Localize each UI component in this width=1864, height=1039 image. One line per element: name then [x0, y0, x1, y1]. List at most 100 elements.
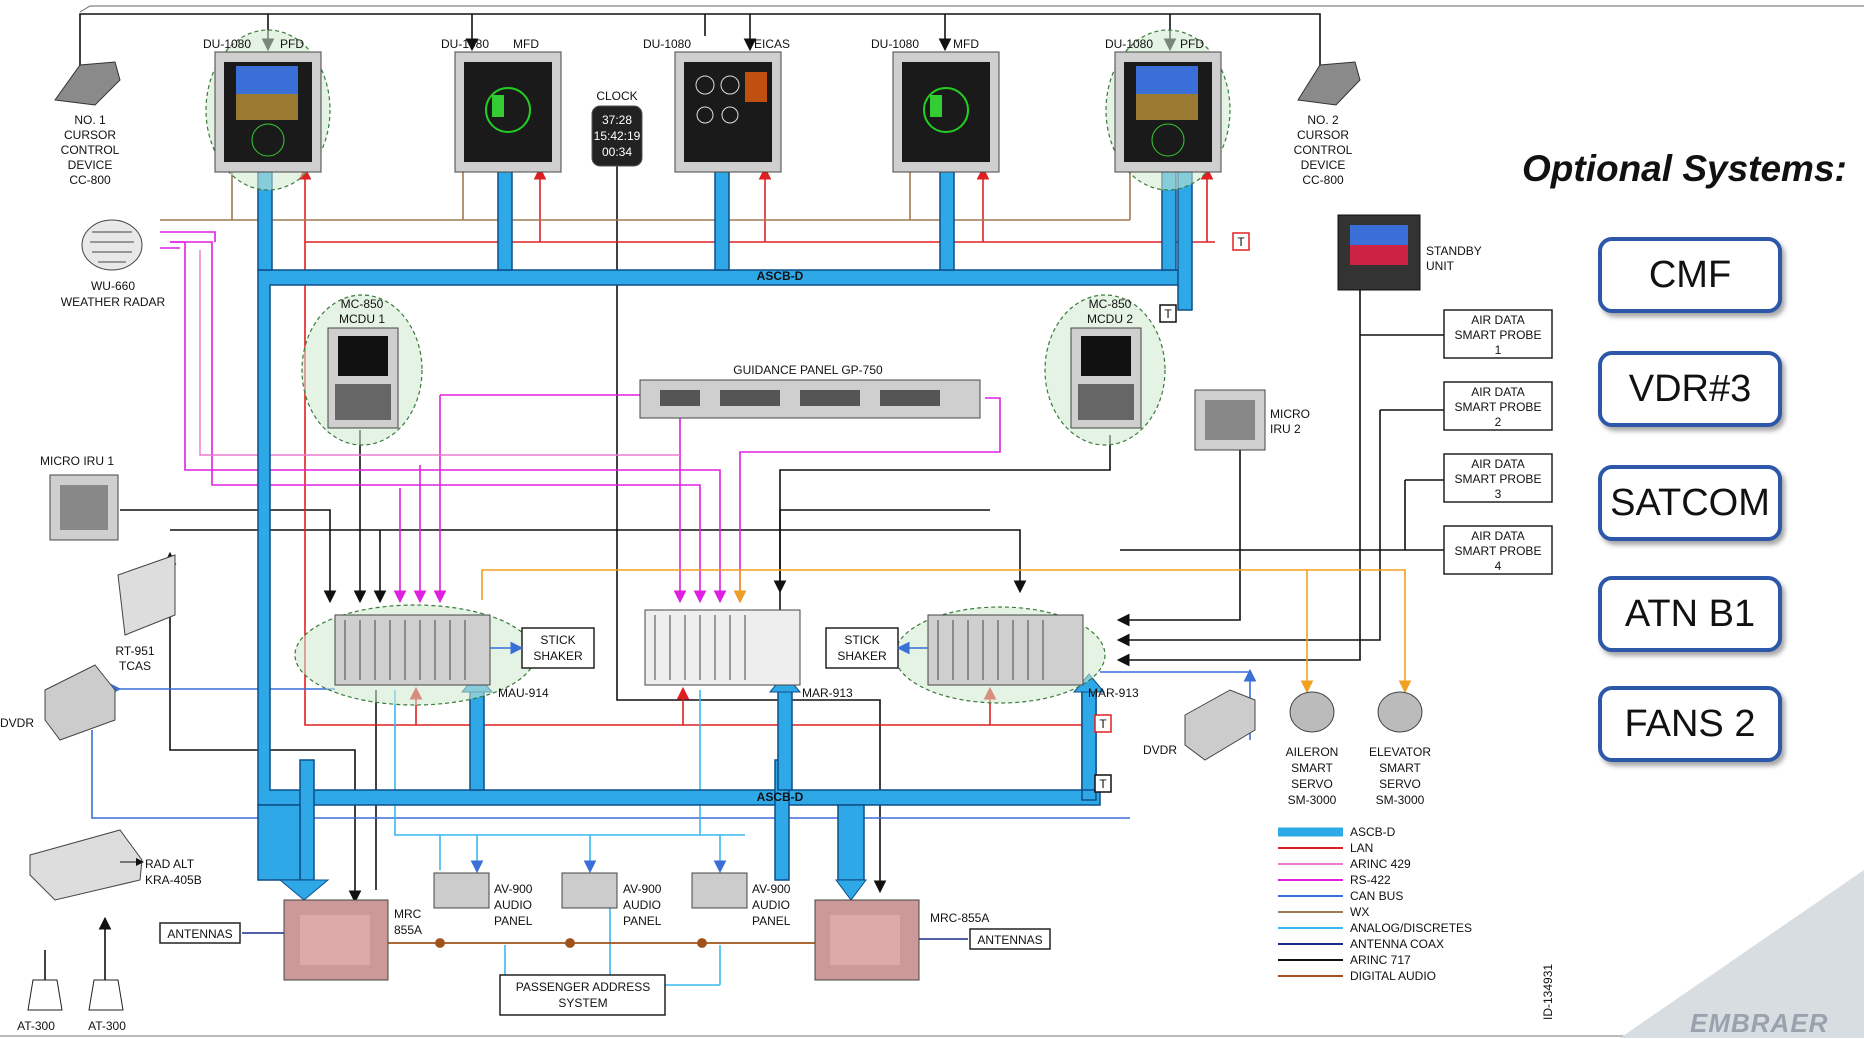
du4-role: MFD: [953, 37, 979, 51]
aileron-line-4: SM-3000: [1288, 793, 1337, 807]
standby-line-2: UNIT: [1426, 259, 1455, 273]
stick-shaker-right-line-1: STICK: [844, 633, 879, 647]
optional-system-satcom[interactable]: SATCOM: [1598, 465, 1782, 541]
pa-line-2: SYSTEM: [558, 996, 607, 1010]
elevator-line-2: SMART: [1379, 761, 1421, 775]
micro-iru-2: MICRO IRU 2: [1195, 390, 1310, 450]
aileron-line-2: SMART: [1291, 761, 1333, 775]
aileron-line-1: AILERON: [1286, 745, 1339, 759]
optional-system-fans2[interactable]: FANS 2: [1598, 686, 1782, 762]
ascb-d-label-top: ASCB-D: [757, 269, 804, 283]
rad-alt-line-2: KRA-405B: [145, 873, 202, 887]
adsp2-line-1: AIR DATA: [1471, 385, 1525, 399]
legend-label: ASCB-D: [1350, 825, 1396, 839]
adsp3-line-2: SMART PROBE: [1455, 472, 1542, 486]
legend-label: ARINC 717: [1350, 953, 1411, 967]
legend-label: DIGITAL AUDIO: [1350, 969, 1436, 983]
du5-model: DU-1080: [1105, 37, 1153, 51]
antennas-left-label: ANTENNAS: [167, 927, 232, 941]
antennas-at-300: AT-300 AT-300: [17, 980, 126, 1033]
pa-line-1: PASSENGER ADDRESS: [516, 980, 650, 994]
terminator-lan-top: T: [1237, 235, 1245, 249]
digital-audio-lines: [385, 939, 830, 947]
mcdu2-name: MCDU 2: [1087, 312, 1133, 326]
elevator-servo: ELEVATOR SMART SERVO SM-3000: [1369, 692, 1431, 807]
adsp3-line-1: AIR DATA: [1471, 457, 1525, 471]
clock-line-1: 37:28: [602, 113, 632, 127]
legend-label: LAN: [1350, 841, 1373, 855]
du-eicas: [675, 52, 781, 172]
terminator-ascb-bottom: T: [1099, 777, 1107, 791]
display-units: [206, 30, 1230, 190]
adsp4-line-3: 4: [1495, 559, 1502, 573]
optional-system-cmf[interactable]: CMF: [1598, 237, 1782, 313]
du-pfd-left: [215, 52, 321, 172]
mrc-left-line-1: MRC: [394, 907, 422, 921]
mcdu1-model: MC-850: [341, 297, 384, 311]
dvdr-left-label: DVDR: [0, 716, 34, 730]
ap3-line-1: AV-900: [752, 882, 791, 896]
ccd2-line-5: CC-800: [1302, 173, 1344, 187]
embraer-logo: EMBRAER: [1690, 1008, 1828, 1039]
mrc-left-line-2: 855A: [394, 923, 422, 937]
display-labels: DU-1080 PFD DU-1080 MFD DU-1080 EICAS DU…: [203, 37, 1204, 51]
mrc-855a-right: MRC-855A: [815, 900, 989, 980]
legend-label: ANALOG/DISCRETES: [1350, 921, 1472, 935]
radar-model: WU-660: [91, 279, 135, 293]
clock-line-2: 15:42:19: [594, 129, 641, 143]
legend-label: WX: [1350, 905, 1369, 919]
ap2-line-2: AUDIO: [623, 898, 661, 912]
du1-model: DU-1080: [203, 37, 251, 51]
tcas: RT-951 TCAS: [115, 555, 175, 673]
stick-shaker-left-line-1: STICK: [540, 633, 575, 647]
du1-role: PFD: [280, 37, 304, 51]
stick-shaker-right-line-2: SHAKER: [837, 649, 887, 663]
adsp2-line-3: 2: [1495, 415, 1502, 429]
ccd1-line-4: DEVICE: [68, 158, 113, 172]
mcdu1-name: MCDU 1: [339, 312, 385, 326]
radar-name: WEATHER RADAR: [61, 295, 166, 309]
du-mfd-left: [455, 52, 561, 172]
mcdu2-model: MC-850: [1089, 297, 1132, 311]
optional-system-atn-b1[interactable]: ATN B1: [1598, 576, 1782, 652]
mcdu-2: MC-850 MCDU 2: [1045, 295, 1165, 445]
ap3-line-2: AUDIO: [752, 898, 790, 912]
adsp1-line-3: 1: [1495, 343, 1502, 357]
passenger-address-system: PASSENGER ADDRESS SYSTEM: [500, 975, 665, 1015]
optional-system-vdr3[interactable]: VDR#3: [1598, 351, 1782, 427]
ap1-line-3: PANEL: [494, 914, 533, 928]
ascb-d-label-bottom: ASCB-D: [757, 790, 804, 804]
micro-iru-1: MICRO IRU 1: [40, 454, 118, 540]
mar-right-label: MAR-913: [1088, 686, 1139, 700]
adsp1-line-1: AIR DATA: [1471, 313, 1525, 327]
adsp4-line-1: AIR DATA: [1471, 529, 1525, 543]
guidance-panel-label: GUIDANCE PANEL GP-750: [733, 363, 883, 377]
mau-label: MAU-914: [498, 686, 549, 700]
du3-role: EICAS: [754, 37, 790, 51]
elevator-line-3: SERVO: [1379, 777, 1421, 791]
du-mfd-right: [893, 52, 999, 172]
ccd1-line-1: NO. 1: [74, 113, 106, 127]
rad-alt-line-1: RAD ALT: [145, 857, 195, 871]
legend-label: RS-422: [1350, 873, 1391, 887]
adsp4-line-2: SMART PROBE: [1455, 544, 1542, 558]
dvdr-right: DVDR: [1143, 690, 1255, 760]
ap2-line-3: PANEL: [623, 914, 662, 928]
ccd2-line-3: CONTROL: [1294, 143, 1353, 157]
antennas-right-label: ANTENNAS: [977, 933, 1042, 947]
du2-model: DU-1080: [441, 37, 489, 51]
micro-iru2-line-2: IRU 2: [1270, 422, 1301, 436]
terminator-lan-bottom: T: [1099, 717, 1107, 731]
du4-model: DU-1080: [871, 37, 919, 51]
ccd2-line-4: DEVICE: [1301, 158, 1346, 172]
mar-center-label: MAR-913: [802, 686, 853, 700]
mrc-right-label: MRC-855A: [930, 911, 989, 925]
mar-913-right: MAR-913: [895, 607, 1139, 703]
at300-left-label: AT-300: [17, 1019, 55, 1033]
air-data-probes: AIR DATA SMART PROBE 1 AIR DATA SMART PR…: [1444, 310, 1552, 574]
du-pfd-right: [1115, 52, 1221, 172]
legend-label: CAN BUS: [1350, 889, 1403, 903]
ccd1-line-5: CC-800: [69, 173, 111, 187]
standby-line-1: STANDBY: [1426, 244, 1482, 258]
